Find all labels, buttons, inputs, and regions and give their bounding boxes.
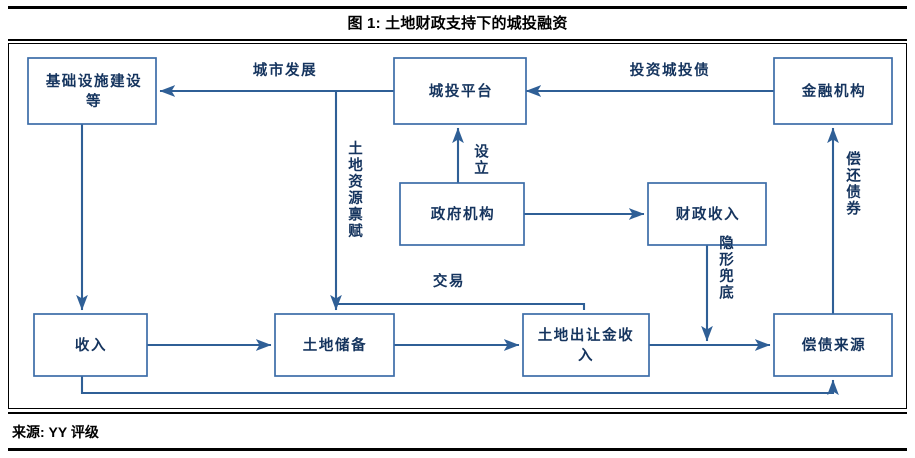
node-government-label: 政府机构: [431, 205, 495, 223]
edge-label-implicit-guarantee: 隐形兜底: [717, 234, 733, 301]
node-fiscal[interactable]: 财政收入: [647, 182, 767, 246]
node-government[interactable]: 政府机构: [399, 182, 525, 246]
edge-income-to-repay: [80, 376, 839, 396]
node-transfer-label-line2: 入: [578, 347, 594, 364]
edge-label-transaction: 交易: [433, 272, 465, 290]
source-bottom-rule: [8, 448, 907, 451]
node-income[interactable]: 收入: [33, 313, 148, 377]
node-infra-label-line1: 基础设施建设: [45, 72, 143, 90]
node-finance[interactable]: 金融机构: [773, 57, 893, 125]
node-infra-label-line2: 等: [86, 92, 102, 110]
node-fiscal-label: 财政收入: [676, 205, 740, 223]
node-transfer-label-line1: 土地出让金收: [538, 326, 635, 344]
node-repay-label: 偿债来源: [802, 336, 866, 354]
node-reserve-label: 土地储备: [303, 336, 367, 354]
node-platform-label: 城投平台: [429, 82, 493, 100]
node-reserve[interactable]: 土地储备: [274, 313, 395, 377]
node-finance-label: 金融机构: [801, 82, 866, 100]
edge-label-repay-bond: 偿还债券: [844, 150, 861, 217]
node-platform[interactable]: 城投平台: [393, 57, 527, 125]
title-bottom-rule: [8, 39, 907, 41]
node-infra[interactable]: 基础设施建设 等: [27, 57, 157, 125]
node-repay[interactable]: 偿债来源: [773, 313, 893, 377]
edge-label-land-endowment: 土地资源禀赋: [346, 139, 363, 239]
diagram-frame: 基础设施建设 等 城投平台 金融机构 政府机构 财政收入 收入: [8, 43, 907, 409]
source-note: 来源: YY 评级: [12, 424, 99, 440]
source-top-rule: [8, 412, 907, 414]
edge-label-invest-bond: 投资城投债: [630, 61, 711, 79]
edge-transaction: [336, 302, 586, 310]
edge-label-urban-development: 城市发展: [253, 61, 317, 79]
title-top-rule: [8, 6, 907, 9]
edge-label-establish: 设立: [472, 143, 488, 176]
page-title: 图 1: 土地财政支持下的城投融资: [347, 15, 568, 32]
node-income-label: 收入: [75, 336, 107, 354]
edge-land-endowment: [330, 89, 394, 311]
flowchart: 基础设施建设 等 城投平台 金融机构 政府机构 财政收入 收入: [27, 57, 893, 396]
node-transfer[interactable]: 土地出让金收 入: [522, 313, 650, 377]
